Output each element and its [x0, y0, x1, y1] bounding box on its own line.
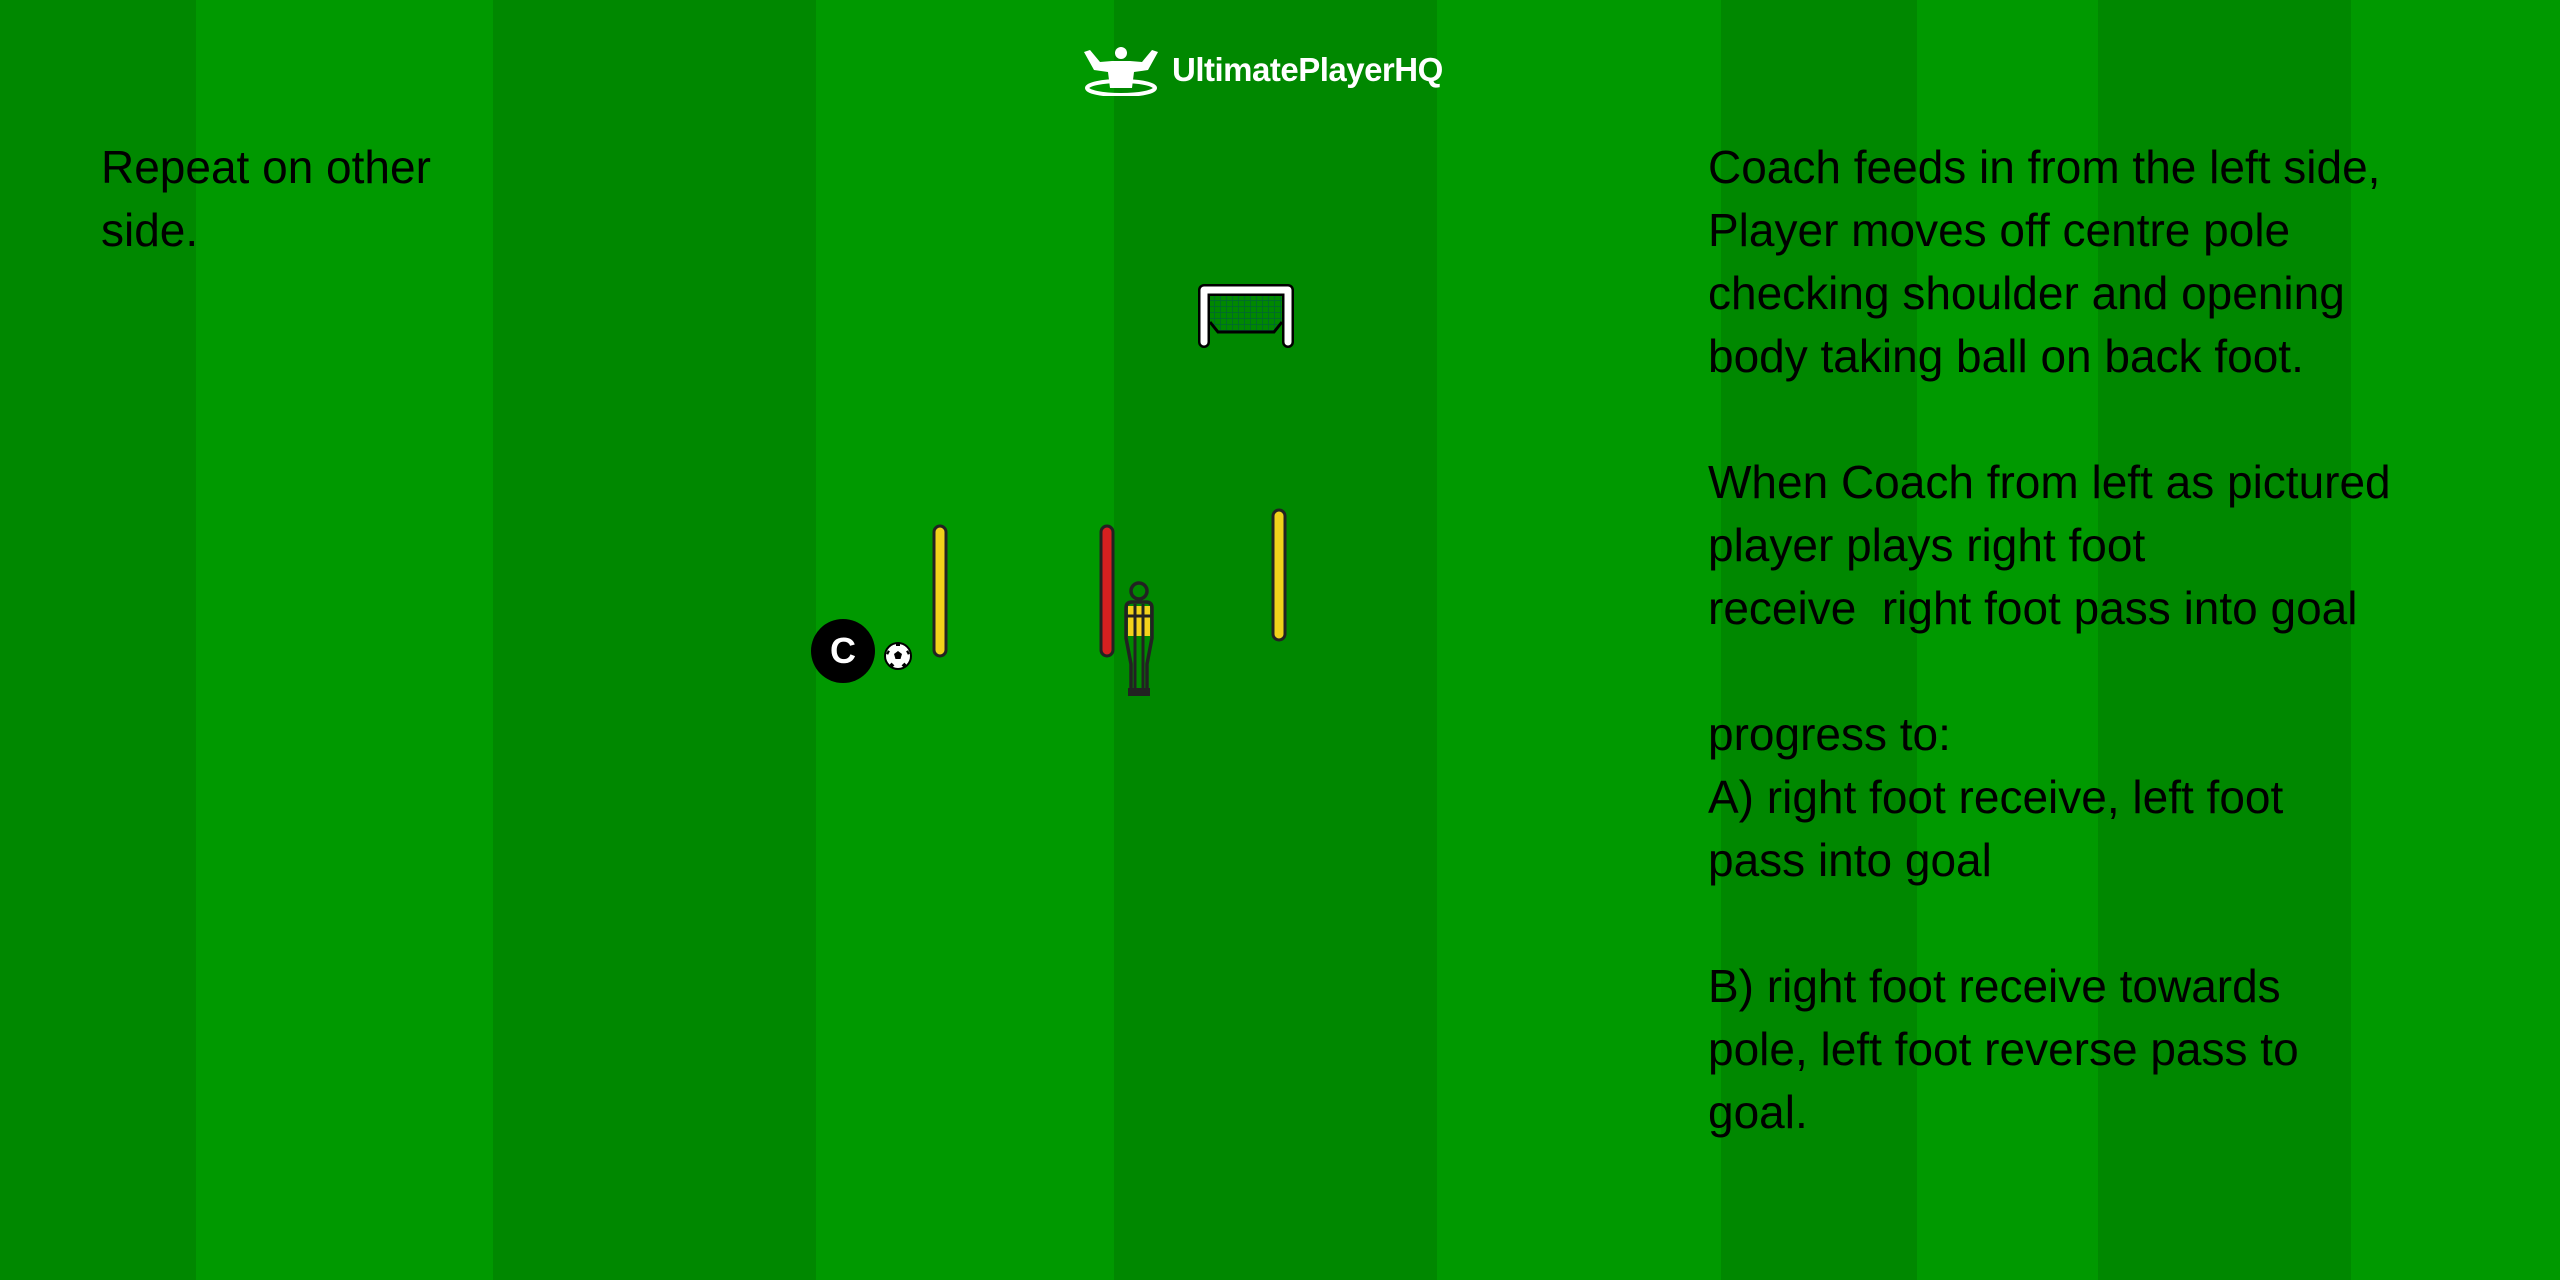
coach-label: C	[830, 630, 856, 671]
pitch-stripe	[2098, 0, 2351, 1280]
left-note: Repeat on other side.	[101, 141, 444, 256]
pitch-stripe	[2351, 0, 2560, 1280]
pitch-stripe	[1721, 0, 1917, 1280]
pitch-stripe	[493, 0, 816, 1280]
brand-name: UltimatePlayerHQ	[1172, 51, 1443, 88]
pitch-stripe	[0, 0, 196, 1280]
instructions-note: Coach feeds in from the left side, Playe…	[1708, 141, 2391, 1138]
pitch-stripe	[1917, 0, 2098, 1280]
football-icon	[884, 642, 912, 670]
goal-icon	[1198, 284, 1294, 348]
pitch-stripe	[196, 0, 493, 1280]
pitch-stripe	[1437, 0, 1721, 1280]
mannequin-icon	[1124, 581, 1154, 696]
pole-yellow-right	[1271, 508, 1287, 642]
pole-yellow-left	[932, 524, 948, 658]
brand-logo: UltimatePlayerHQ	[1080, 44, 1443, 96]
coach-marker: C	[811, 619, 875, 683]
player-logo-icon	[1084, 47, 1158, 96]
pole-red-centre	[1099, 524, 1115, 658]
